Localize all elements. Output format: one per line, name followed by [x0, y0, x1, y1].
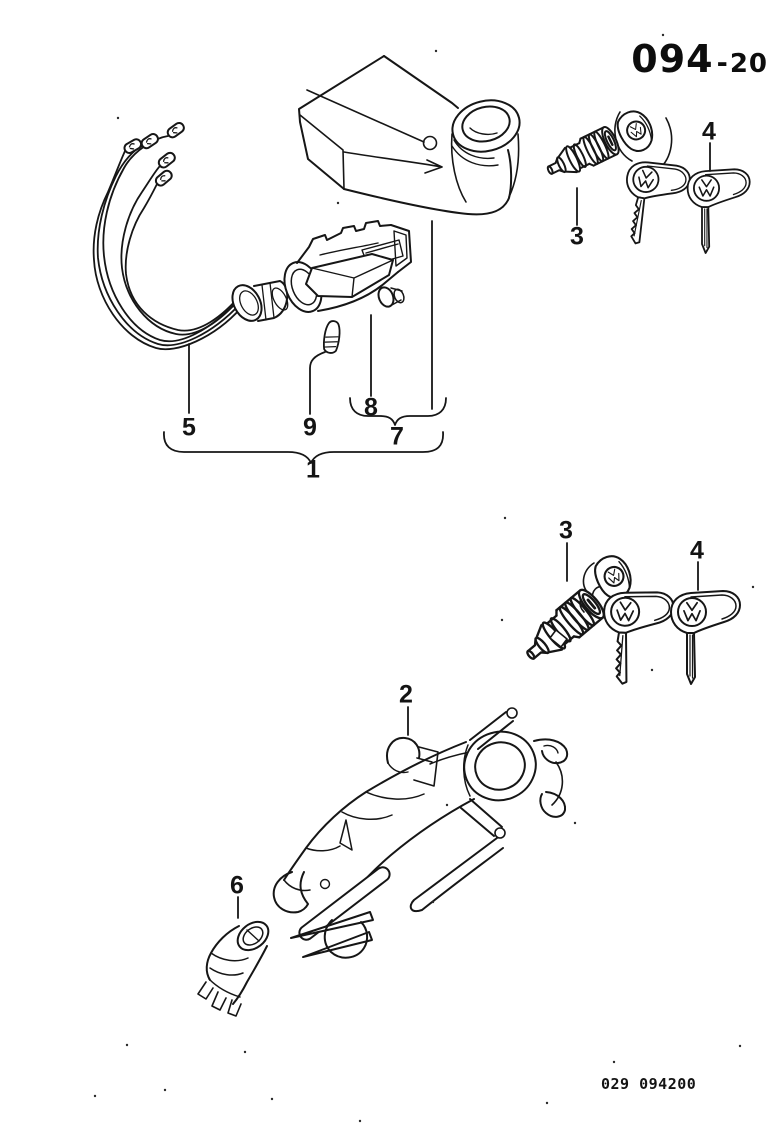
spade-terminal	[138, 131, 161, 152]
page-number: 20	[729, 49, 768, 79]
cut-key-drawing	[600, 590, 674, 686]
page-header: 094-20	[631, 40, 768, 78]
callout-8: 8	[364, 393, 378, 422]
leader-9	[309, 351, 326, 415]
scan-noise	[93, 33, 755, 1123]
callout-3-lower: 3	[559, 516, 573, 545]
spade-terminal	[153, 167, 175, 189]
brace-7	[349, 397, 447, 426]
callout-9: 9	[303, 413, 317, 442]
wiring-harness-drawing	[92, 120, 244, 351]
blank-key-drawing	[688, 169, 750, 253]
bulb-drawing	[323, 320, 341, 354]
callout-7: 7	[390, 422, 404, 451]
section-code: 094	[631, 37, 714, 81]
spade-terminal	[164, 120, 187, 141]
blank-key-drawing	[671, 591, 740, 684]
callout-1: 1	[306, 455, 320, 484]
steering-lock-housing-drawing	[272, 707, 569, 959]
cut-key-drawing	[616, 158, 692, 251]
spade-terminal	[155, 149, 178, 171]
callout-2: 2	[399, 680, 413, 709]
connector-plug-drawing	[231, 280, 289, 322]
column-lock-cover-drawing	[298, 55, 521, 216]
ignition-switch-housing-drawing	[283, 220, 412, 313]
lock-clamp-drawing	[386, 736, 439, 787]
electric-switch-drawing	[197, 920, 270, 1017]
callout-6: 6	[230, 871, 244, 900]
callout-5: 5	[182, 413, 196, 442]
lock-cylinder-drawing	[540, 123, 624, 186]
leader-lines	[163, 142, 711, 919]
spade-terminal	[121, 136, 144, 156]
callout-4-upper: 4	[702, 117, 716, 146]
brace-1	[163, 431, 444, 464]
callout-3-upper: 3	[570, 222, 584, 251]
fiche-code: 029 094200	[601, 1075, 697, 1093]
callout-4-lower: 4	[690, 536, 704, 565]
lock-cylinder-drawing	[516, 584, 610, 672]
section-separator: -	[716, 48, 728, 79]
